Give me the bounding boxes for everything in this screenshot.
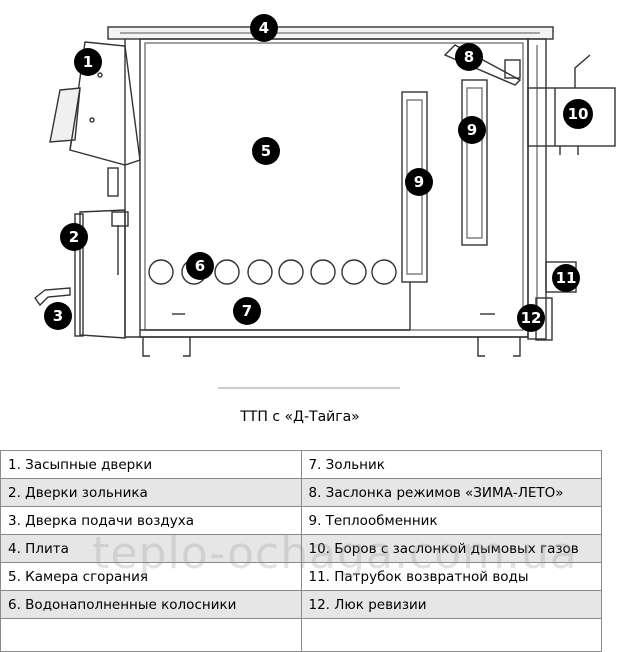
callout-9a: 9 (405, 168, 433, 196)
legend-cell: 1. Засыпные дверки (0, 450, 302, 479)
svg-text:9: 9 (414, 173, 424, 191)
legend-cell: 5. Камера сгорания (0, 562, 302, 591)
svg-text:4: 4 (259, 19, 269, 37)
svg-text:8: 8 (464, 48, 474, 66)
diagram-caption: ТТП с «Д-Тайга» (240, 409, 360, 425)
svg-text:9: 9 (467, 121, 477, 139)
grate-tube (278, 259, 304, 285)
legend-row (0, 618, 602, 652)
grate-tube (148, 259, 174, 285)
svg-text:10: 10 (568, 105, 589, 123)
grate-tube (247, 259, 273, 285)
svg-text:6: 6 (195, 257, 205, 275)
callout-1: 1 (74, 48, 102, 76)
callout-8: 8 (455, 43, 483, 71)
legend-cell: 9. Теплообменник (300, 506, 602, 535)
legend-cell: 4. Плита (0, 534, 302, 563)
legend-cell: 11. Патрубок возвратной воды (300, 562, 602, 591)
heat-exchanger-right (461, 79, 488, 246)
grate-tube (310, 259, 336, 285)
legend-cell: 6. Водонаполненные колосники (0, 590, 302, 619)
callout-9b: 9 (458, 116, 486, 144)
callout-12: 12 (517, 304, 545, 332)
callout-5: 5 (252, 137, 280, 165)
callout-3: 3 (44, 302, 72, 330)
legend-table: 1. Засыпные дверки 7. Зольник 2. Дверки … (0, 450, 602, 652)
svg-text:2: 2 (69, 228, 79, 246)
callout-11: 11 (552, 264, 580, 292)
svg-text:7: 7 (242, 302, 252, 320)
grate-tube (371, 259, 397, 285)
legend-cell: 7. Зольник (300, 450, 602, 479)
legend-cell: 12. Люк ревизии (300, 590, 602, 619)
svg-text:1: 1 (83, 53, 93, 71)
flue-pipe (527, 87, 616, 147)
boiler-body (139, 38, 529, 338)
legend-row: 5. Камера сгорания 11. Патрубок возвратн… (0, 562, 602, 591)
svg-text:3: 3 (53, 307, 63, 325)
callout-6: 6 (186, 252, 214, 280)
legend-cell: 2. Дверки зольника (0, 478, 302, 507)
legend-cell: 8. Заслонка режимов «ЗИМА-ЛЕТО» (300, 478, 602, 507)
legend-row: 3. Дверка подачи воздуха 9. Теплообменни… (0, 506, 602, 535)
svg-text:11: 11 (556, 269, 577, 287)
callout-10: 10 (563, 99, 593, 129)
legend-cell (300, 618, 602, 652)
boiler-diagram: 1 2 3 4 5 6 7 8 9 9 10 11 12 (34, 14, 616, 389)
legend-cell: 10. Боров с заслонкой дымовых газов (300, 534, 602, 563)
svg-text:12: 12 (521, 309, 542, 327)
callout-4: 4 (250, 14, 278, 42)
legend-row: 2. Дверки зольника 8. Заслонка режимов «… (0, 478, 602, 507)
grate-tube (341, 259, 367, 285)
legend-row: 6. Водонаполненные колосники 12. Люк рев… (0, 590, 602, 619)
legend-cell (0, 618, 302, 652)
legend-row: 1. Засыпные дверки 7. Зольник (0, 450, 602, 479)
callout-2: 2 (60, 223, 88, 251)
callout-7: 7 (233, 297, 261, 325)
legend-row: 4. Плита 10. Боров с заслонкой дымовых г… (0, 534, 602, 563)
legend-cell: 3. Дверка подачи воздуха (0, 506, 302, 535)
svg-text:5: 5 (261, 142, 271, 160)
grate-tube (214, 259, 240, 285)
